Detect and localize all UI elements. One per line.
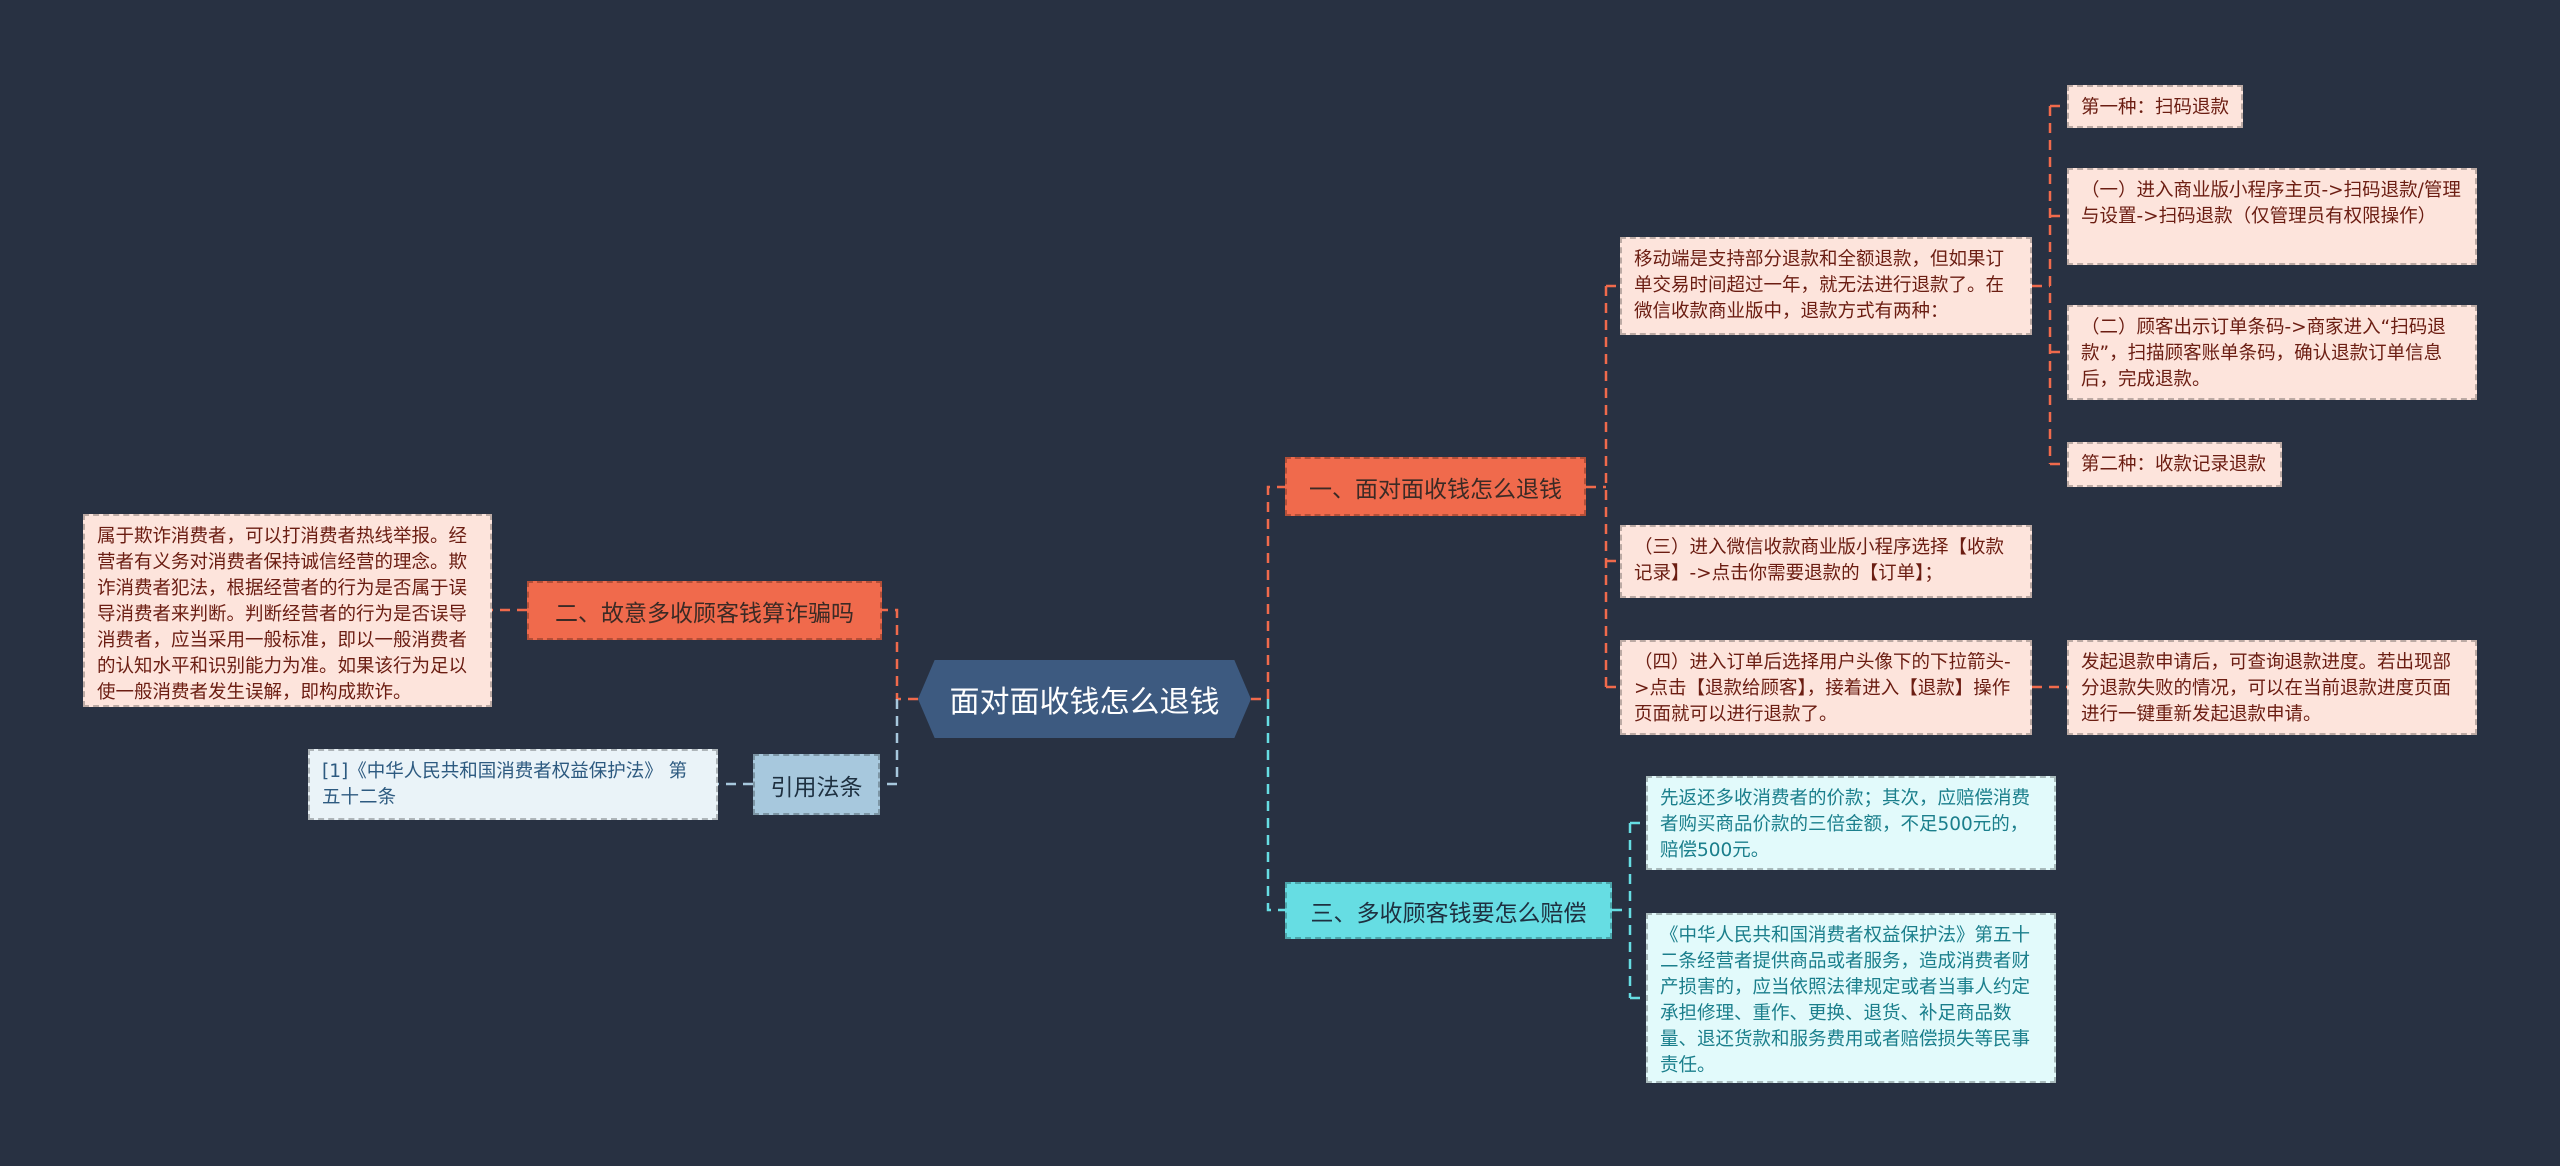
leaf-law[interactable]: 《中华人民共和国消费者权益保护法》第五十二条经营者提供商品或者服务，造成消费者财… [1646, 913, 2056, 1083]
leaf-second[interactable]: 第二种：收款记录退款 [2067, 442, 2282, 487]
leaf-citation[interactable]: [1]《中华人民共和国消费者权益保护法》 第五十二条 [308, 749, 718, 820]
leaf-refund[interactable]: 先返还多收消费者的价款；其次，应赔偿消费者购买商品价款的三倍金额，不足500元的… [1646, 776, 2056, 870]
branch-three[interactable]: 三、多收顾客钱要怎么赔偿 [1285, 882, 1612, 939]
central-topic-label: 面对面收钱怎么退钱 [949, 685, 1220, 720]
branch-cite[interactable]: 引用法条 [753, 754, 880, 815]
branch-one-label: 一、面对面收钱怎么退钱 [1309, 476, 1562, 503]
branch-cite-label: 引用法条 [770, 774, 863, 801]
leaf-progress[interactable]: 发起退款申请后，可查询退款进度。若出现部分退款失败的情况，可以在当前退款进度页面… [2067, 640, 2477, 735]
leaf-step4[interactable]: （四）进入订单后选择用户头像下的下拉箭头->点击【退款给顾客】，接着进入【退款】… [1620, 640, 2032, 735]
leaf-step3[interactable]: （三）进入微信收款商业版小程序选择【收款记录】->点击你需要退款的【订单】； [1620, 525, 2032, 598]
branch-two-label: 二、故意多收顾客钱算诈骗吗 [555, 600, 854, 627]
central-topic[interactable]: 面对面收钱怎么退钱 [918, 660, 1251, 738]
branch-one[interactable]: 一、面对面收钱怎么退钱 [1285, 457, 1586, 516]
leaf-mobile[interactable]: 移动端是支持部分退款和全额退款，但如果订单交易时间超过一年，就无法进行退款了。在… [1620, 237, 2032, 335]
branch-three-label: 三、多收顾客钱要怎么赔偿 [1310, 900, 1587, 927]
leaf-step2[interactable]: （二）顾客出示订单条码->商家进入“扫码退款”，扫描顾客账单条码，确认退款订单信… [2067, 305, 2477, 400]
leaf-fraud[interactable]: 属于欺诈消费者，可以打消费者热线举报。经营者有义务对消费者保持诚信经营的理念。欺… [83, 514, 492, 707]
branch-two[interactable]: 二、故意多收顾客钱算诈骗吗 [527, 581, 882, 640]
leaf-first[interactable]: 第一种：扫码退款 [2067, 85, 2243, 128]
leaf-step1[interactable]: （一）进入商业版小程序主页->扫码退款/管理与设置->扫码退款（仅管理员有权限操… [2067, 168, 2477, 265]
